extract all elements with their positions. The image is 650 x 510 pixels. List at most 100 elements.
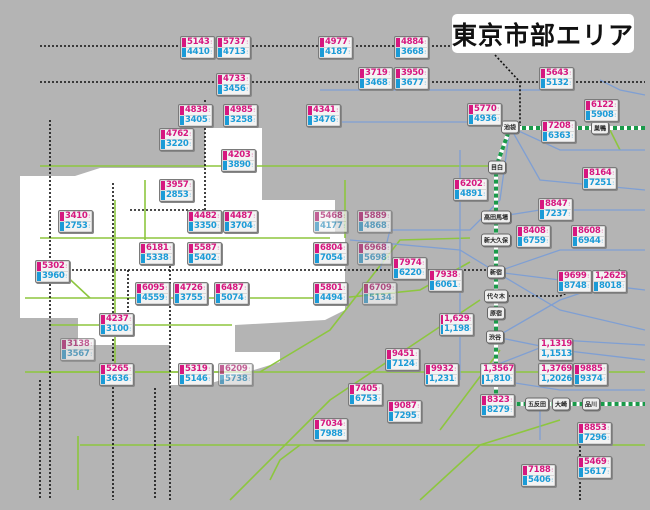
- lower-value-row: 3668⁝: [396, 48, 427, 57]
- direction-arrow-icon: ⁝: [392, 285, 394, 292]
- lower-value-row: 7124⁝: [387, 360, 418, 369]
- lower-value: 3960: [42, 271, 65, 281]
- upper-value-row: 4977⁝: [320, 38, 351, 47]
- direction-arrow-icon: ⁝: [546, 238, 548, 245]
- lower-value: 6363: [548, 131, 571, 141]
- direction-arrow-icon: ⁝: [251, 162, 253, 169]
- lower-value: 8748: [564, 281, 587, 291]
- line-color-tab: [573, 227, 577, 236]
- line-color-tab: [101, 315, 105, 324]
- lower-value-row: 3100⁝: [101, 325, 132, 334]
- upper-value: 5587: [194, 243, 217, 253]
- line-color-tab: [225, 212, 229, 221]
- upper-value-row: 7208⁝: [543, 122, 574, 131]
- lower-value-row: 5908⁝: [586, 111, 617, 120]
- upper-value-row: 5770⁝: [469, 105, 500, 114]
- upper-value: 3138: [67, 339, 90, 349]
- line-color-tab: [360, 69, 364, 78]
- line-color-tab: [359, 212, 363, 221]
- line-color-tab: [161, 130, 165, 139]
- direction-arrow-icon: ⁝: [248, 376, 250, 383]
- line-color-tab: [579, 458, 583, 467]
- lower-value-row: 4891⁝: [455, 190, 486, 199]
- direction-arrow-icon: ⁝: [343, 223, 345, 230]
- upper-value-row: 6709⁝: [364, 284, 395, 293]
- upper-value: 6122: [591, 100, 614, 110]
- direction-arrow-icon: ⁝: [388, 80, 390, 87]
- lower-value-row: 5406⁝: [523, 476, 554, 485]
- direction-arrow-icon: ⁝: [343, 255, 345, 262]
- upper-value-row: 7034⁝: [315, 420, 346, 429]
- lower-value: 5338: [146, 253, 169, 263]
- upper-value: 3957: [166, 180, 189, 190]
- lower-value: 1,810: [485, 374, 511, 384]
- direction-arrow-icon: ⁝: [378, 386, 380, 393]
- station-ridership-box: 8164⁝7251⁝: [582, 167, 617, 190]
- line-color-tab: [579, 468, 583, 477]
- upper-value-row: 4762⁝: [161, 130, 192, 139]
- line-color-tab: [540, 210, 544, 219]
- lower-value: 2853: [166, 190, 189, 200]
- lower-value-row: 3567⁝: [62, 350, 93, 359]
- station-ridership-box: 6804⁝7054⁝: [313, 242, 348, 265]
- line-color-tab: [586, 111, 590, 120]
- direction-arrow-icon: ⁝: [210, 49, 212, 56]
- lower-value: 3476: [313, 115, 336, 125]
- lower-value-row: 8279⁝: [482, 406, 513, 415]
- lower-value: 5908: [591, 110, 614, 120]
- direction-arrow-icon: ⁝: [208, 366, 210, 373]
- lower-value: 8018: [599, 281, 622, 291]
- upper-value-row: 1,3567⁝: [482, 365, 516, 374]
- line-color-tab: [315, 244, 319, 253]
- upper-value: 4884: [401, 37, 424, 47]
- lower-value-row: 3468⁝: [360, 79, 391, 88]
- lower-value: 5617: [584, 467, 607, 477]
- line-color-tab: [315, 222, 319, 231]
- lower-value: 4713: [223, 47, 246, 57]
- line-color-tab: [594, 282, 598, 291]
- direction-arrow-icon: ⁝: [607, 425, 609, 432]
- hub-station-label: 巣鴨: [590, 121, 610, 135]
- line-color-tab: [180, 365, 184, 374]
- direction-arrow-icon: ⁝: [169, 245, 171, 252]
- line-color-tab: [182, 48, 186, 57]
- station-ridership-box: 8408⁝6759⁝: [516, 225, 551, 248]
- line-color-tab: [396, 79, 400, 88]
- upper-value: 5469: [584, 457, 607, 467]
- line-color-tab: [225, 222, 229, 231]
- line-color-tab: [359, 222, 363, 231]
- lower-value-row: 4868⁝: [359, 222, 390, 231]
- line-color-tab: [101, 375, 105, 384]
- line-color-tab: [141, 244, 145, 253]
- hub-station-label: 原宿: [486, 306, 506, 320]
- upper-value: 6968: [364, 243, 387, 253]
- station-ridership-box: 8847⁝7237⁝: [538, 198, 573, 221]
- lower-value: 6759: [523, 236, 546, 246]
- lower-value-row: 5698⁝: [359, 254, 390, 263]
- lower-value: 4559: [142, 293, 165, 303]
- lower-value-row: 4177⁝: [315, 222, 346, 231]
- upper-value-row: 5265⁝: [101, 365, 132, 374]
- direction-arrow-icon: ⁝: [551, 467, 553, 474]
- direction-arrow-icon: ⁝: [469, 326, 471, 333]
- hub-station-label: 新宿: [486, 265, 506, 279]
- direction-arrow-icon: ⁝: [568, 201, 570, 208]
- direction-arrow-icon: ⁝: [246, 39, 248, 46]
- direction-arrow-icon: ⁝: [217, 223, 219, 230]
- direction-arrow-icon: ⁝: [424, 80, 426, 87]
- station-ridership-box: 4482⁝3350⁝: [187, 210, 222, 233]
- direction-arrow-icon: ⁝: [210, 39, 212, 46]
- line-color-tab: [350, 395, 354, 404]
- lower-value-row: 9374⁝: [575, 375, 606, 384]
- direction-arrow-icon: ⁝: [343, 431, 345, 438]
- upper-value: 4487: [230, 211, 253, 221]
- direction-arrow-icon: ⁝: [568, 211, 570, 218]
- lower-value: 7054: [320, 253, 343, 263]
- direction-arrow-icon: ⁝: [424, 70, 426, 77]
- lower-value: 4494: [320, 293, 343, 303]
- station-ridership-box: 4985⁝3258⁝: [223, 104, 258, 127]
- direction-arrow-icon: ⁝: [607, 469, 609, 476]
- station-ridership-box: 3957⁝2853⁝: [159, 179, 194, 202]
- direction-arrow-icon: ⁝: [510, 376, 512, 383]
- upper-value-row: 6202⁝: [455, 180, 486, 189]
